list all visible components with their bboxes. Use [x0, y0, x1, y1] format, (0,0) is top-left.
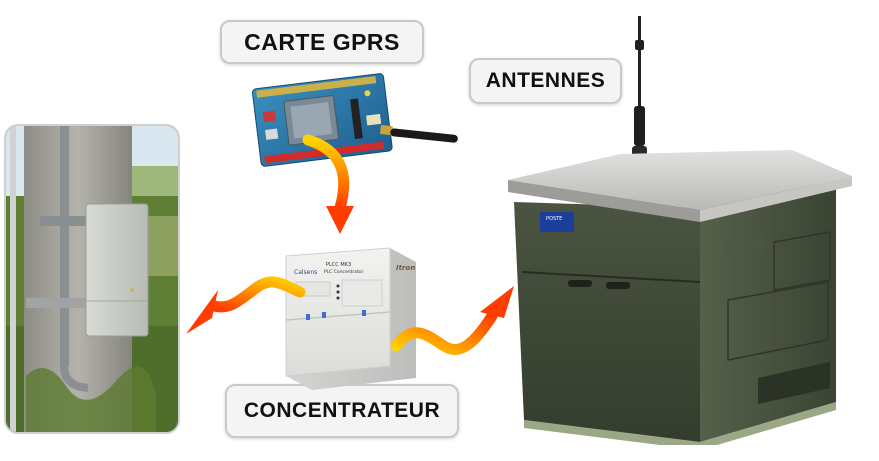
device-brand-right: Itron: [396, 264, 415, 272]
gprs-board-image: [252, 73, 458, 167]
gprs-card-label: CARTE GPRS: [220, 20, 424, 64]
cabinet-plate-text: POSTE: [546, 216, 562, 222]
device-brand-left: Calsens: [294, 269, 317, 276]
concentrator-device-image: Calsens PLCC MK3 PLC Concentrator Itron: [285, 247, 416, 390]
arrow-concentrator-to-pole-box: [186, 276, 306, 334]
device-model: PLCC MK3: [326, 262, 351, 268]
device-subtitle: PLC Concentrator: [324, 269, 364, 275]
antennas-label: ANTENNES: [469, 58, 622, 104]
cabinet-relief-mark: PRCS: [722, 236, 765, 258]
pole-box-photo: [4, 124, 180, 434]
cabinet-image: POSTE PRCS: [508, 16, 852, 445]
arrow-gprs-to-concentrator: [302, 134, 354, 234]
arrow-concentrator-to-cabinet: [390, 286, 514, 355]
